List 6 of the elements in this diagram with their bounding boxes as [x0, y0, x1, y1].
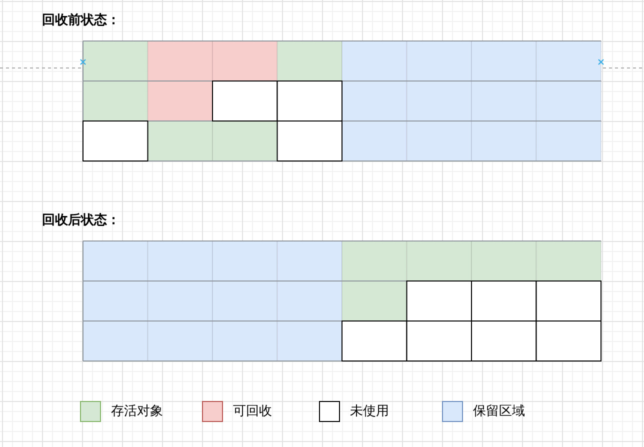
legend-label: 未使用 [350, 404, 389, 420]
section-heading: 回收前状态： [42, 13, 120, 29]
legend-label: 可回收 [233, 404, 272, 420]
section-heading: 回收后状态： [42, 213, 120, 229]
legend-label: 保留区域 [473, 404, 525, 420]
legend-label: 存活对象 [111, 404, 163, 420]
